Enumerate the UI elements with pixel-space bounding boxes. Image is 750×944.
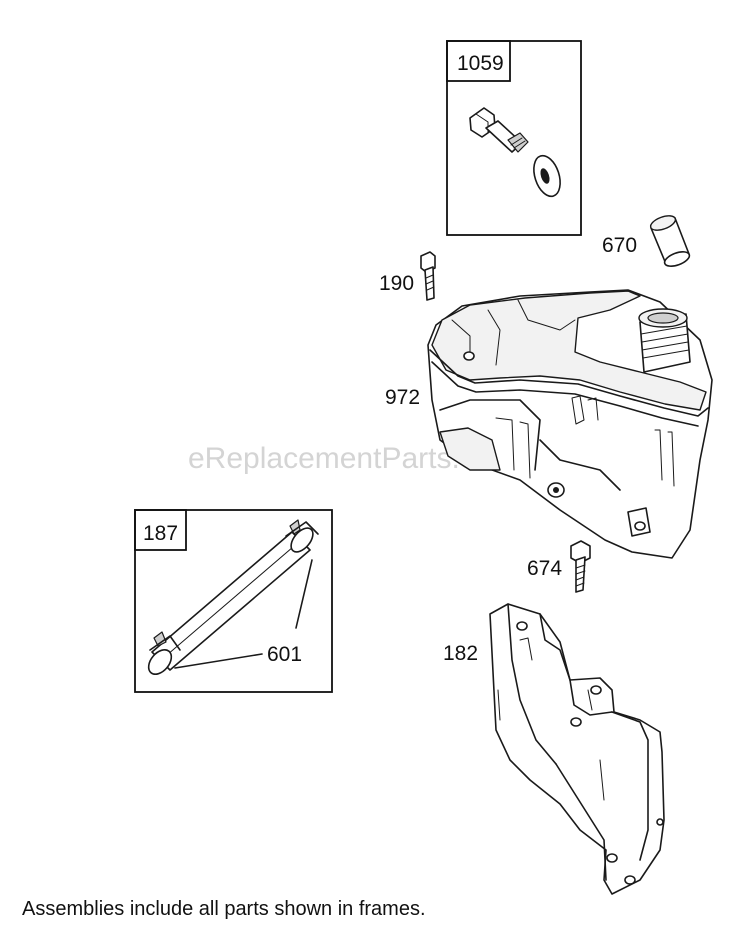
frame-187: 187 601 [134,509,333,693]
screw-190 [420,251,436,301]
frame-1059: 1059 [446,40,582,236]
oil-tank-972 [427,289,713,559]
frame-1059-label: 1059 [457,52,504,75]
washer-1059 [533,154,561,198]
leader-601-b [295,559,313,629]
hose-187 [147,519,319,675]
assemblies-note: Assemblies include all parts shown in fr… [22,898,426,920]
callout-972: 972 [385,386,420,409]
screw-674 [570,540,591,593]
callout-674: 674 [527,557,562,580]
leader-601-a [174,653,263,669]
bushing-670 [649,215,691,267]
callout-190: 190 [379,272,414,295]
bolt-1059 [469,107,529,153]
filler-neck [638,308,691,373]
callout-182: 182 [443,642,478,665]
bracket-182 [489,603,665,895]
callout-670: 670 [602,234,637,257]
callout-601: 601 [267,643,302,666]
frame-187-label: 187 [143,522,178,545]
